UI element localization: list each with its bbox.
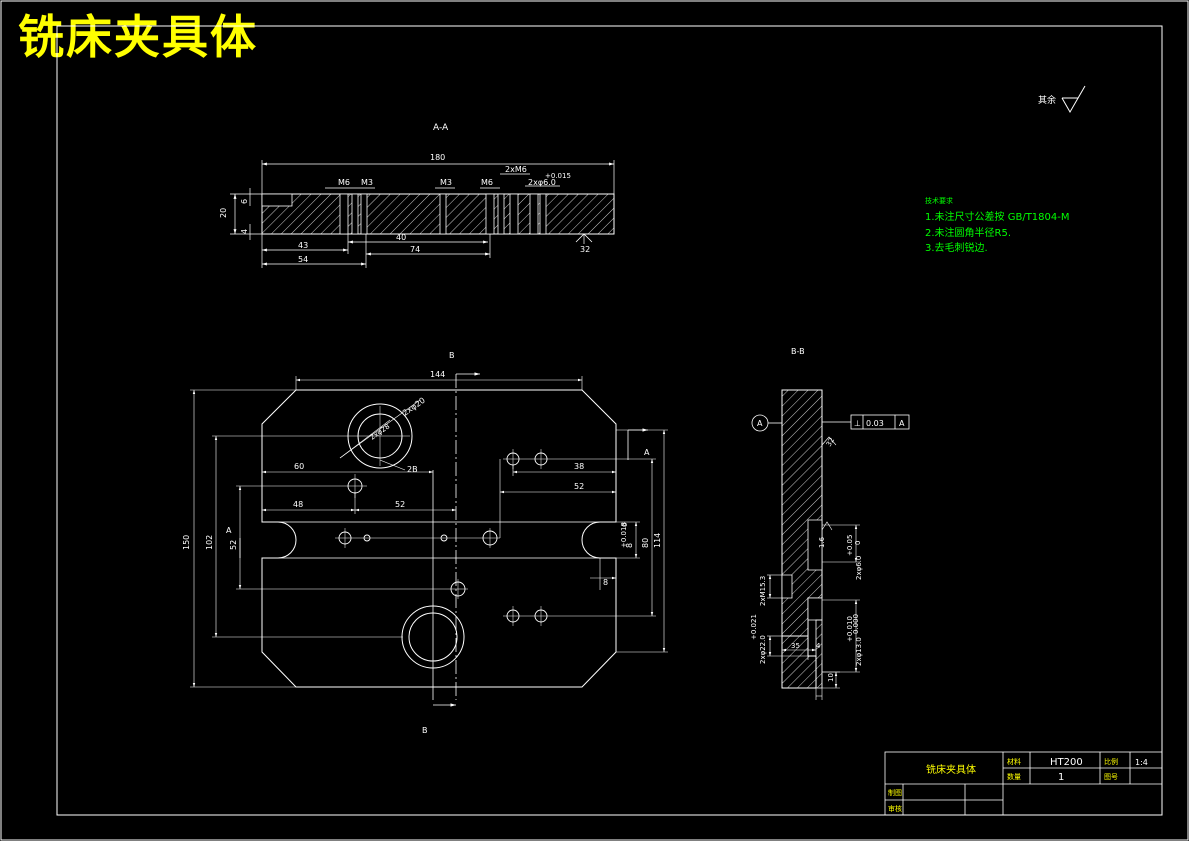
- section-bb-title: B-B: [791, 347, 805, 356]
- aa-dim-180: 180: [430, 153, 445, 162]
- aa-dim-40: 40: [396, 233, 406, 242]
- aa-dim-m3-left: M3: [361, 178, 373, 187]
- aa-dim-74: 74: [410, 245, 420, 254]
- aa-dim-43: 43: [298, 241, 308, 250]
- fcf-value: 0.03: [866, 419, 884, 428]
- dim-80: 80: [641, 538, 650, 548]
- aa-roughness: 32: [580, 245, 590, 254]
- aa-dim-20: 20: [219, 208, 228, 218]
- dim-52-vert: 52: [229, 540, 238, 550]
- bb-tol-2: +0.021: [750, 614, 758, 640]
- aa-dim-2xm6: 2xM6: [505, 165, 527, 174]
- tb-checked-label: 审核: [888, 804, 902, 813]
- section-aa-body: [261, 193, 615, 235]
- bb-roughness-top: 32: [825, 436, 836, 448]
- dim-8-horiz: 8: [603, 578, 608, 587]
- dim-tol-zero: 0: [621, 523, 629, 527]
- datum-a-label: A: [757, 419, 763, 428]
- tb-drawing-no-label: 图号: [1104, 773, 1118, 781]
- notes-item-1: 1.未注尺寸公差按 GB/T1804-M: [925, 210, 1070, 223]
- aa-dim-m6-right: M6: [481, 178, 493, 187]
- section-aa-holes: [339, 193, 547, 235]
- section-aa: A-A: [219, 123, 615, 268]
- dim-114: 114: [653, 533, 662, 548]
- bb-tol-1-lower: 0: [854, 541, 862, 545]
- top-view-outline: [261, 389, 617, 688]
- notes-heading: 技术要求: [925, 196, 953, 205]
- notes-item-3: 3.去毛刺锐边.: [925, 241, 988, 254]
- section-bb: B-B A ⊥ 0.03 A: [750, 347, 910, 700]
- top-view: B B A A: [182, 351, 668, 735]
- bb-tol-3: +0.010: [846, 616, 854, 642]
- dim-102: 102: [205, 535, 214, 550]
- top-view-label-b-bottom: B: [422, 726, 428, 735]
- aa-dim-6: 6: [240, 199, 249, 204]
- tb-part-name: 铣床夹具体: [926, 763, 976, 776]
- dim-bore-phi30: 2xφ20: [401, 396, 427, 418]
- top-view-label-a-left: A: [226, 526, 232, 535]
- feature-control-frame: [822, 414, 910, 430]
- bb-dim-35: 35: [791, 642, 800, 650]
- dim-38: 38: [574, 462, 584, 471]
- tb-material-value: HT200: [1050, 757, 1083, 768]
- dim-52-horiz: 52: [395, 500, 405, 509]
- aa-dim-pin-tol: +0.015: [545, 172, 571, 180]
- bb-hole-3-lower: 0.000: [852, 614, 860, 634]
- dim-chamfer: 2B: [407, 465, 418, 474]
- fcf-datum: A: [899, 419, 905, 428]
- title-block: [884, 751, 1163, 816]
- tb-scale-label: 比例: [1104, 757, 1118, 766]
- section-aa-title: A-A: [433, 123, 449, 133]
- dim-150: 150: [182, 535, 191, 550]
- dim-tol-018: +0.018: [620, 522, 628, 548]
- drawing-big-title: 铣床夹具体: [18, 10, 258, 64]
- notes-item-2: 2.未注圆角半径R5.: [925, 226, 1011, 239]
- bb-hole-1: 2xφ6.0: [855, 556, 863, 580]
- aa-dim-pin-hole: 2xφ6.0: [528, 178, 556, 187]
- dim-52-right: 52: [574, 482, 584, 491]
- aa-dim-4: 4: [240, 229, 249, 234]
- bb-hole-3: 2xφ13.0: [855, 637, 863, 666]
- bb-dim-4: 4: [816, 642, 821, 650]
- bb-roughness-mid: 1.6: [818, 536, 826, 548]
- aa-dim-m6-left: M6: [338, 178, 350, 187]
- top-view-label-b-top: B: [449, 351, 455, 360]
- tb-qty-label: 数量: [1007, 772, 1021, 781]
- tb-material-label: 材料: [1007, 757, 1021, 766]
- aa-dim-m3-right: M3: [440, 178, 452, 187]
- dim-48: 48: [293, 500, 303, 509]
- dim-8-vert: 8: [625, 543, 634, 548]
- roughness-default-label: 其余: [1038, 94, 1056, 106]
- bb-m-thread: 2xM15.3: [759, 576, 767, 606]
- tb-drawn-label: 制图: [888, 788, 902, 797]
- tb-qty-value: 1: [1058, 772, 1064, 783]
- bb-tol-1: +0.05: [846, 535, 854, 556]
- top-view-label-a-right: A: [644, 448, 650, 457]
- tb-scale-value: 1:4: [1135, 758, 1148, 767]
- dim-60: 60: [294, 462, 304, 471]
- bb-dim-10: 10: [827, 673, 835, 682]
- bb-hole-2: 2xφ22.0: [759, 635, 767, 664]
- aa-dim-54: 54: [298, 255, 308, 264]
- dim-144: 144: [430, 370, 445, 379]
- roughness-default-symbol: 其余: [1038, 85, 1086, 114]
- technical-notes: 技术要求 1.未注尺寸公差按 GB/T1804-M 2.未注圆角半径R5. 3.…: [925, 196, 1070, 254]
- fcf-symbol: ⊥: [854, 419, 861, 428]
- top-view-small-holes: [338, 452, 548, 623]
